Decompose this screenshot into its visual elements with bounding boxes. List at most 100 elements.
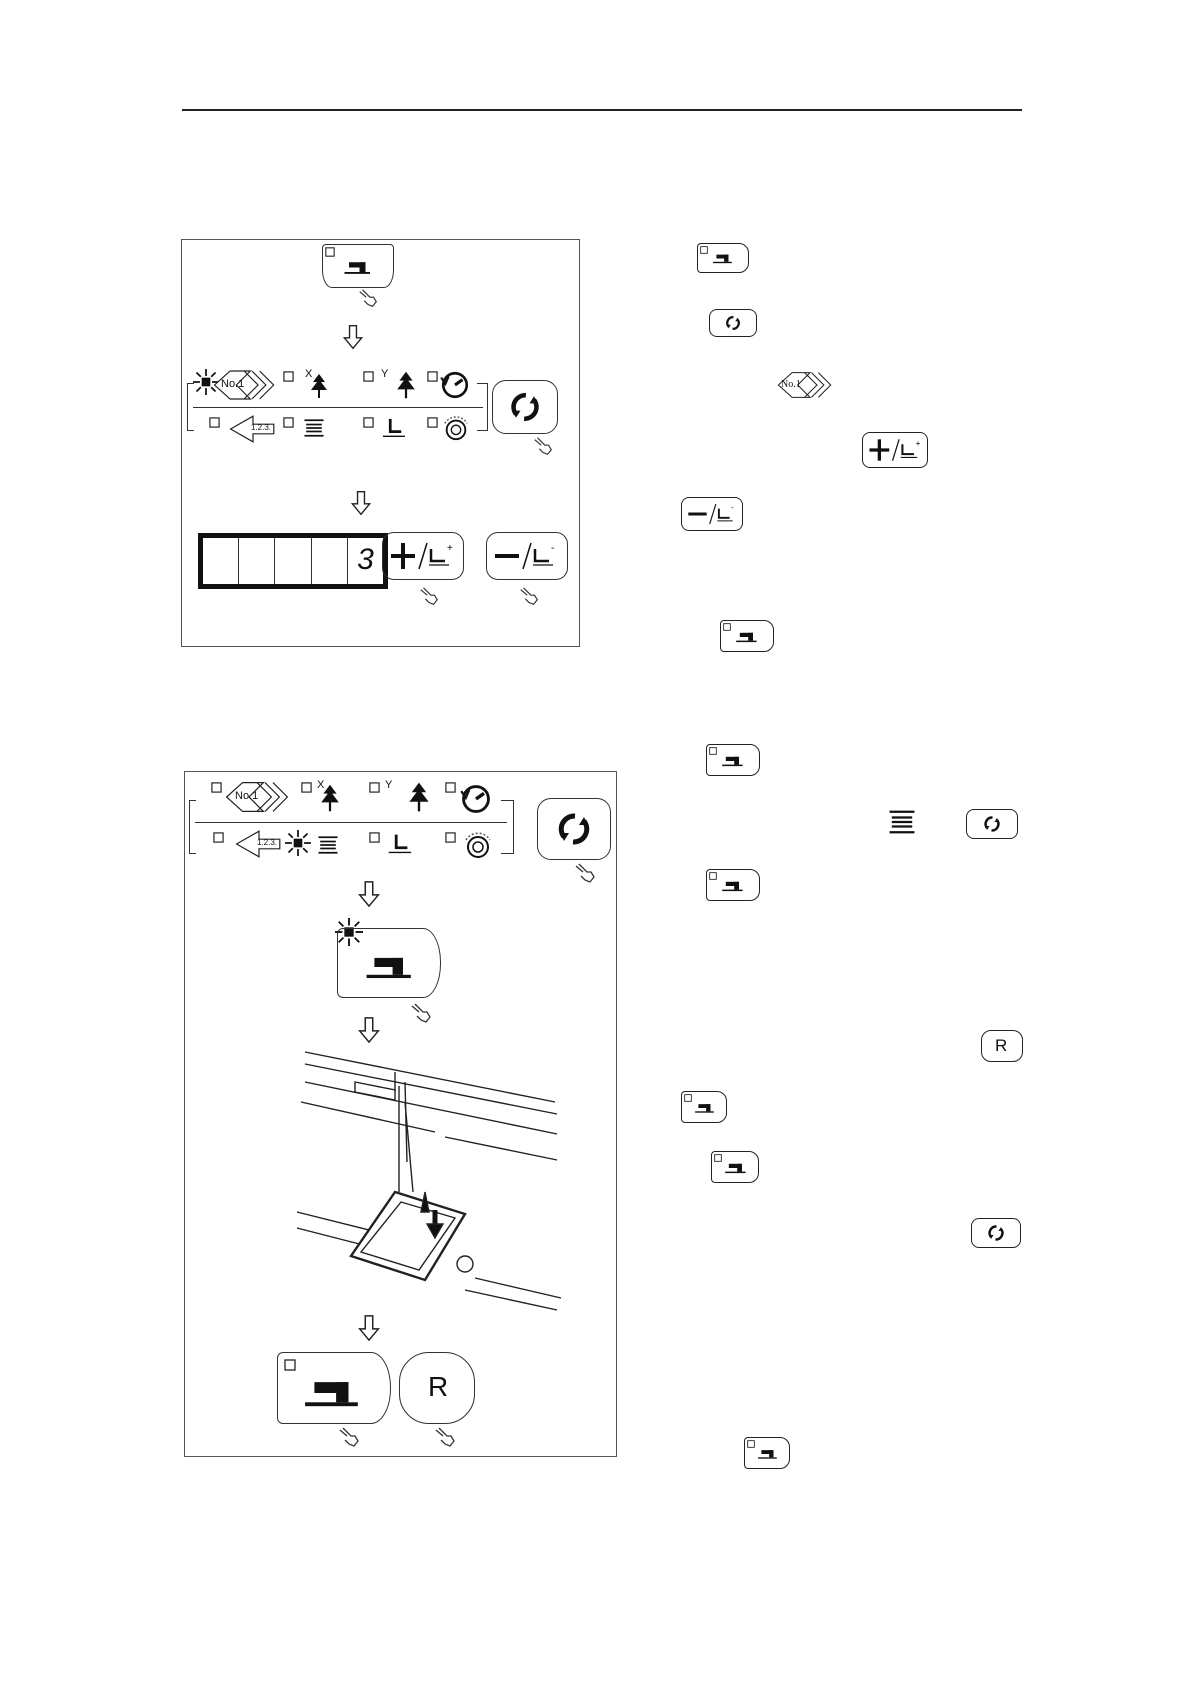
indicator-box-icon — [283, 417, 294, 428]
pattern-steps-indicator[interactable]: 1.2.3. — [227, 413, 279, 445]
inline-setting-button-6 — [711, 1151, 759, 1183]
inline-setting-button-7 — [744, 1437, 790, 1469]
setting-button[interactable] — [277, 1352, 391, 1424]
inline-reset-label: R — [995, 1036, 1007, 1056]
pattern-no-indicator[interactable]: No.1 — [213, 369, 283, 401]
indicator-box-icon — [427, 417, 438, 428]
hand-pointer-icon — [573, 862, 597, 886]
cycle-arrows-icon — [507, 389, 543, 425]
setting-button[interactable] — [322, 244, 394, 288]
sewing-machine-icon — [302, 1377, 364, 1409]
sewing-machine-icon — [721, 879, 745, 893]
hand-pointer-icon — [433, 1426, 457, 1450]
presser-foot-icon — [379, 417, 407, 439]
indicator-box-icon — [211, 782, 222, 793]
indicator-box-icon — [709, 747, 717, 755]
cycle-arrows-icon — [982, 814, 1002, 834]
indicator-box-icon — [209, 417, 220, 428]
hand-pointer-icon — [418, 586, 440, 608]
sewing-machine-icon — [757, 1447, 779, 1461]
svg-text:+: + — [447, 543, 453, 554]
gauge-icon — [442, 413, 470, 443]
inline-setting-button-1 — [697, 243, 749, 273]
pattern-steps-label: 1.2.3. — [257, 838, 277, 847]
inline-select-button-3 — [971, 1218, 1021, 1248]
inline-setting-button-2 — [720, 620, 774, 652]
sewing-machine-icon — [735, 630, 759, 644]
indicator-box-icon — [723, 623, 731, 631]
plus-button[interactable]: + — [382, 532, 464, 580]
indicator-box-icon — [684, 1094, 692, 1102]
figure-panel-1: No.1 X Y 1.2.3. — [181, 239, 580, 647]
sewing-machine-icon — [364, 953, 416, 981]
hand-pointer-icon — [518, 586, 540, 608]
indicator-box-icon — [445, 782, 456, 793]
row-divider — [193, 407, 483, 408]
select-button[interactable] — [537, 798, 611, 860]
digit-display: 3 — [198, 533, 388, 589]
down-arrow-icon — [357, 1314, 381, 1342]
display-digit: 3 — [357, 543, 374, 576]
thread-winding-icon — [885, 806, 919, 838]
indicator-box-icon — [700, 246, 708, 254]
reset-button-label: R — [428, 1371, 448, 1403]
indicator-box-icon — [325, 247, 335, 257]
digit-cell — [239, 538, 275, 584]
indicator-box-icon — [369, 832, 380, 843]
bracket-line — [477, 383, 488, 431]
select-button[interactable] — [492, 380, 558, 434]
bracket-line — [187, 383, 194, 431]
pattern-no-indicator[interactable]: No.1 — [225, 780, 297, 814]
figure-panel-2: No.1 X Y 1.2.3. — [184, 771, 617, 1457]
svg-text:-: - — [731, 503, 734, 512]
inline-setting-button-4 — [706, 869, 760, 901]
digit-cell — [312, 538, 348, 584]
sewing-machine-icon — [712, 252, 734, 265]
presser-foot-icon — [385, 832, 413, 856]
minus-icon: - — [493, 539, 559, 573]
plus-icon: + — [389, 539, 455, 573]
pattern-steps-indicator[interactable]: 1.2.3. — [231, 828, 287, 860]
down-arrow-icon — [350, 490, 372, 516]
hand-pointer-icon — [337, 1426, 361, 1450]
inline-select-button-2 — [966, 809, 1018, 839]
reset-button[interactable]: R — [399, 1352, 475, 1424]
function-indicator-panel: No.1 X Y 1.2.3. — [189, 776, 529, 860]
tree-down-icon — [319, 782, 341, 814]
setting-button[interactable] — [337, 928, 441, 998]
digit-cell — [203, 538, 239, 584]
gauge-icon — [463, 830, 493, 860]
minus-button[interactable]: - — [486, 532, 568, 580]
hand-pointer-icon — [532, 436, 554, 458]
indicator-box-icon — [363, 371, 374, 382]
axis-y-label: Y — [381, 368, 388, 380]
digit-cell: 3 — [348, 538, 383, 584]
indicator-box-icon — [283, 371, 294, 382]
inline-reset-button: R — [981, 1030, 1023, 1062]
bracket-line — [189, 800, 196, 854]
indicator-box-icon — [747, 1440, 755, 1448]
sewing-machine-icon — [724, 1161, 748, 1175]
cycle-arrows-icon — [724, 314, 742, 332]
inline-minus-button: - — [681, 497, 743, 531]
sewing-machine-icon — [694, 1101, 716, 1115]
header-rule — [182, 109, 1022, 111]
indicator-box-icon — [709, 872, 717, 880]
indicator-box-icon — [445, 832, 456, 843]
down-arrow-icon — [357, 1016, 381, 1044]
pattern-steps-label: 1.2.3. — [251, 423, 271, 432]
tree-down-icon — [309, 371, 329, 401]
hand-pointer-icon — [409, 1002, 433, 1026]
inline-select-button-1 — [709, 309, 757, 337]
axis-y-label: Y — [385, 779, 392, 791]
foot-pedal-icon — [295, 1042, 565, 1312]
digit-cell — [275, 538, 311, 584]
svg-text:-: - — [551, 543, 554, 554]
inline-pattern-no: No.1 — [777, 363, 839, 407]
hand-pointer-icon — [357, 288, 379, 310]
thread-winding-icon — [301, 417, 327, 439]
indicator-box-icon — [284, 1359, 296, 1371]
tree-up-icon — [407, 780, 431, 814]
down-arrow-icon — [342, 324, 364, 350]
tree-up-icon — [395, 369, 417, 401]
